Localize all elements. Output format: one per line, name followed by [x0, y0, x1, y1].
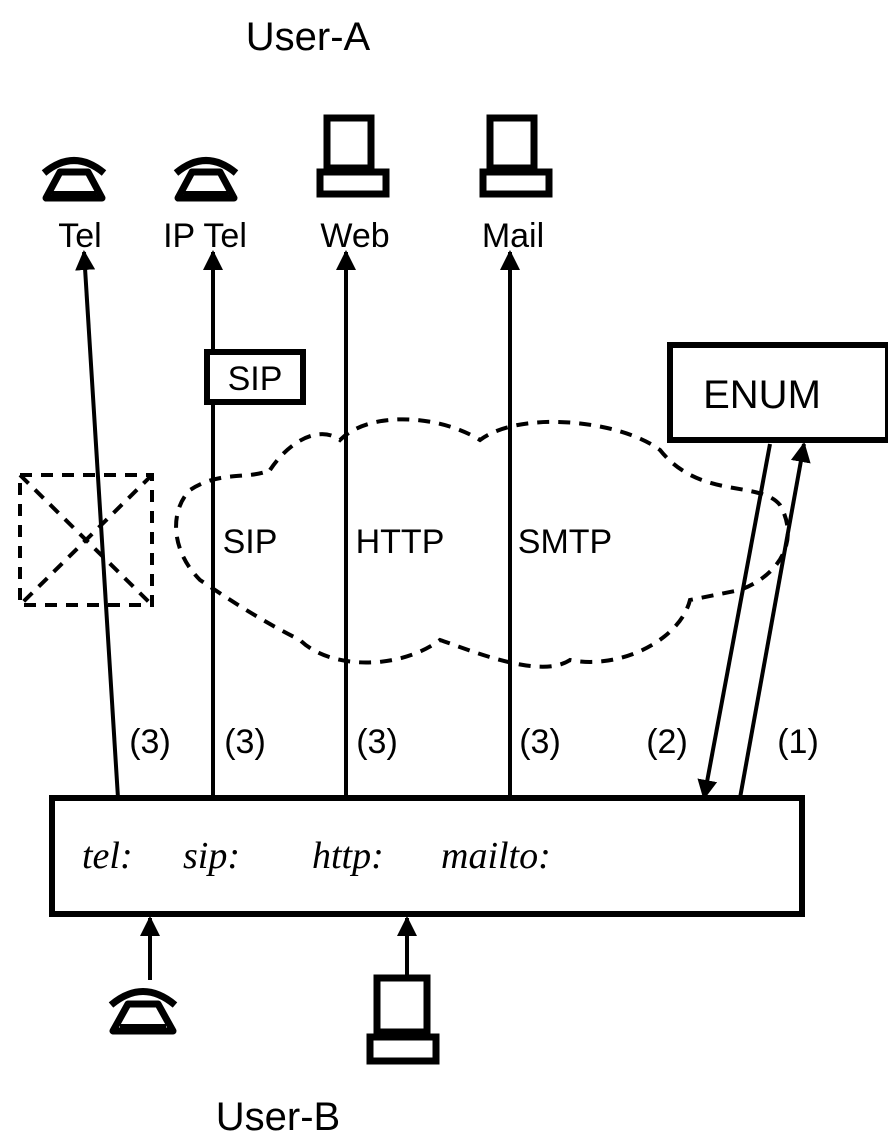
user-a-label: User-A: [246, 15, 371, 59]
web-label: Web: [320, 217, 389, 255]
web-computer-icon: [316, 114, 390, 198]
cloud-http-label: HTTP: [356, 523, 445, 561]
uri-sip: sip:: [183, 835, 240, 877]
internet-cloud: [174, 417, 790, 669]
ip-phone-icon: [173, 157, 239, 202]
gateway-icon: [18, 473, 154, 607]
tel-phone-icon: [41, 157, 107, 202]
sip-proxy-box: [204, 349, 306, 405]
step-label-mail: (3): [519, 723, 561, 761]
step-label-http: (3): [356, 723, 398, 761]
uri-http: http:: [312, 835, 384, 877]
enum-box: [667, 342, 888, 443]
mail-computer-icon: [479, 114, 553, 198]
enum-label: ENUM: [703, 373, 821, 417]
tel-arrow: [75, 250, 120, 799]
sip-proxy-label: SIP: [228, 360, 283, 398]
step-label-enum-query: (1): [777, 723, 819, 761]
enum-query-arrow: [738, 442, 811, 799]
user-b-phone-icon: [108, 988, 178, 1035]
step-label-enum-response: (2): [646, 723, 688, 761]
uri-scheme-box: [49, 795, 805, 917]
step-label-sip: (3): [224, 723, 266, 761]
mail-label: Mail: [482, 217, 544, 255]
ip-tel-label: IP Tel: [163, 217, 247, 255]
cloud-sip-label: SIP: [223, 523, 278, 561]
step-label-tel: (3): [129, 723, 171, 761]
user-b-computer-icon: [366, 974, 440, 1065]
uri-tel: tel:: [82, 835, 133, 877]
tel-label: Tel: [58, 217, 101, 255]
uri-mailto: mailto:: [441, 835, 551, 877]
user-b-label: User-B: [216, 1095, 340, 1139]
cloud-smtp-label: SMTP: [518, 523, 612, 561]
enum-response-arrow: [697, 443, 772, 800]
